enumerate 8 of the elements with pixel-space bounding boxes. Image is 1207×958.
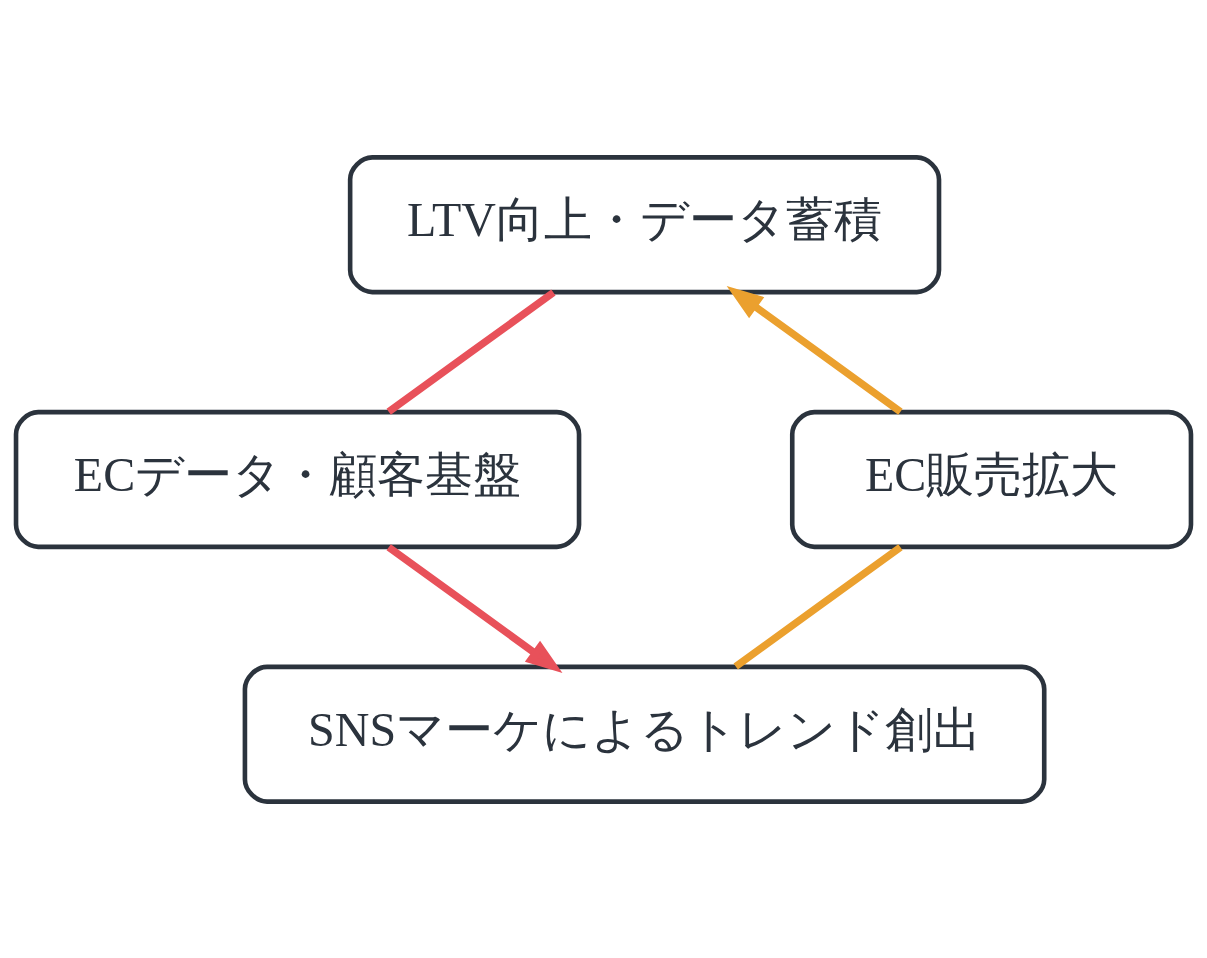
connector [386, 289, 556, 415]
node-box: ECデータ・顧客基盤 [13, 409, 582, 549]
connector [733, 543, 903, 669]
node-box: EC販売拡大 [789, 409, 1194, 549]
node-box: SNSマーケによるトレンド創出 [242, 664, 1047, 804]
arrow [726, 285, 903, 415]
node-box: LTV向上・データ蓄積 [347, 154, 942, 294]
arrow [386, 543, 563, 673]
